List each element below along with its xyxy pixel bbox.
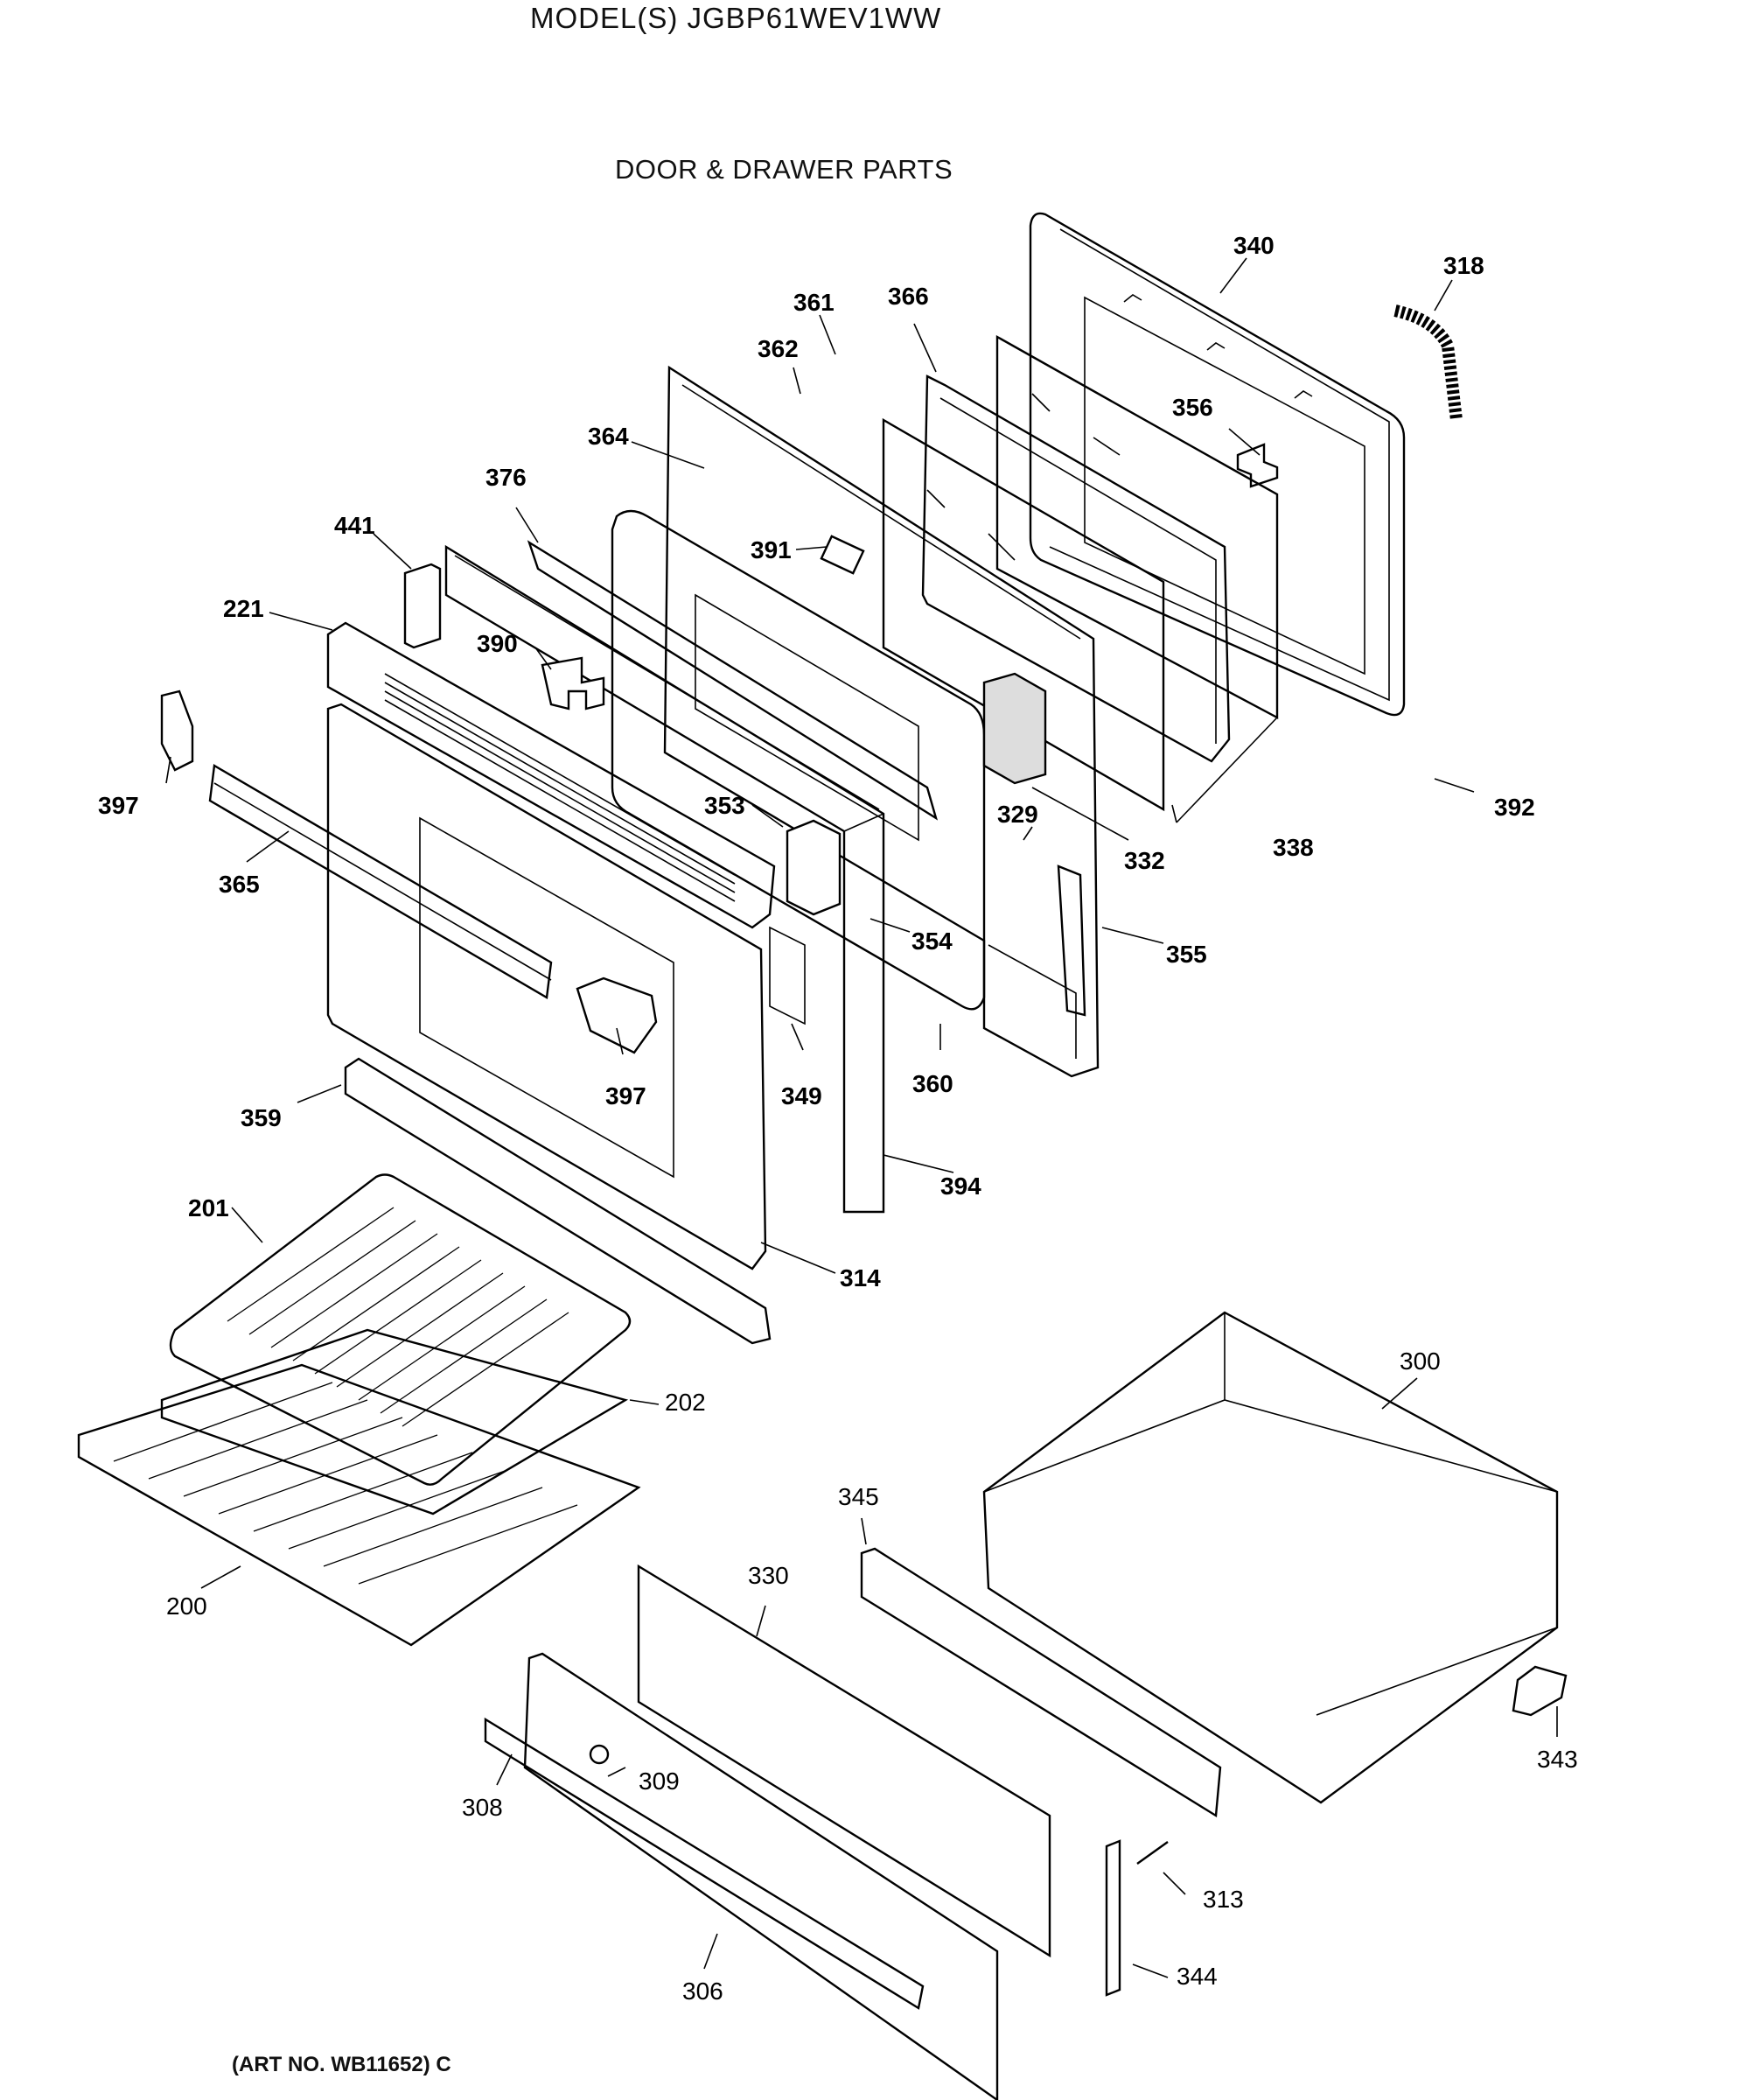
part-309-screw [589, 1744, 610, 1765]
part-366-frame [921, 374, 1231, 763]
callout-397-bottom: 397 [605, 1082, 646, 1110]
callout-306: 306 [682, 1978, 723, 2005]
section-title: DOOR & DRAWER PARTS [615, 154, 953, 185]
part-344-bracket [1105, 1839, 1121, 1997]
callout-332: 332 [1124, 847, 1165, 874]
leader-lines [165, 257, 1558, 1978]
part-330-drawer-panel [637, 1564, 1051, 1958]
callout-313: 313 [1203, 1886, 1244, 1913]
callout-labels: 340 318 361 366 362 356 364 376 441 391 … [98, 232, 1578, 2005]
part-314-outer-door [326, 703, 767, 1270]
callout-366: 366 [888, 283, 929, 310]
part-397-endcap-left [160, 690, 194, 772]
part-356-bracket [1236, 443, 1279, 488]
part-353-hinge-plate [786, 819, 842, 916]
callout-354: 354 [911, 928, 953, 955]
part-332-insulation [982, 672, 1047, 785]
part-308-drawer-handle [484, 1717, 925, 2010]
part-202-broiler-pan-bottom [160, 1328, 629, 1516]
callout-359: 359 [241, 1104, 282, 1131]
part-343-catch [1512, 1665, 1568, 1717]
callout-338: 338 [1273, 834, 1314, 861]
part-345-slide-rail [860, 1547, 1222, 1818]
callout-360: 360 [912, 1070, 953, 1097]
callout-314: 314 [840, 1264, 881, 1292]
callout-394: 394 [940, 1172, 981, 1200]
callout-202: 202 [665, 1389, 706, 1416]
part-390-bracket [541, 656, 605, 710]
callout-355: 355 [1166, 941, 1207, 968]
part-313-screw [1136, 1841, 1169, 1865]
part-355-hinge [988, 864, 1086, 1059]
callout-353: 353 [704, 792, 745, 819]
part-200-oven-rack [77, 1363, 641, 1647]
part-364-inner-panel [663, 365, 1100, 1078]
callout-308: 308 [462, 1794, 503, 1821]
callout-441: 441 [334, 512, 375, 539]
callout-397-top: 397 [98, 792, 139, 819]
part-340-door-liner [1029, 212, 1406, 717]
callout-309: 309 [639, 1768, 680, 1795]
callout-344: 344 [1177, 1963, 1218, 1990]
callout-318: 318 [1443, 252, 1484, 279]
part-397-endcap-right [576, 976, 658, 1054]
callout-392: 392 [1494, 794, 1535, 821]
model-title: MODEL(S) JGBP61WEV1WW [530, 2, 942, 34]
callout-376: 376 [485, 464, 527, 491]
callout-329: 329 [997, 801, 1038, 828]
part-300-drawer-box [982, 1311, 1559, 1804]
callout-221: 221 [223, 595, 264, 622]
callout-365: 365 [219, 871, 260, 898]
callout-330: 330 [748, 1562, 789, 1589]
part-318-gasket [1393, 304, 1463, 421]
callout-343: 343 [1537, 1746, 1578, 1773]
part-306-drawer-front [523, 1652, 999, 2100]
callout-200: 200 [166, 1592, 207, 1620]
callout-391: 391 [751, 536, 792, 564]
part-360-liner [611, 509, 986, 1011]
callout-201: 201 [188, 1194, 229, 1222]
part-349-window [769, 926, 806, 1026]
part-376-channel [527, 540, 939, 821]
callout-361: 361 [793, 289, 835, 316]
callout-390: 390 [477, 630, 518, 657]
part-441-hinge-bracket [403, 563, 442, 649]
part-359-bottom-trim [344, 1057, 772, 1345]
callout-349: 349 [781, 1082, 822, 1110]
art-number: (ART NO. WB11652) C [232, 2053, 451, 2076]
callout-345: 345 [838, 1483, 879, 1510]
part-221-vent-panel [326, 621, 776, 929]
callout-340: 340 [1233, 232, 1275, 259]
callout-300: 300 [1400, 1348, 1441, 1375]
callout-362: 362 [758, 335, 799, 362]
part-338-glass [882, 334, 1279, 812]
callout-364: 364 [588, 423, 629, 450]
callout-356: 356 [1172, 394, 1213, 421]
part-394-trim [444, 544, 885, 1214]
part-365-handle [208, 764, 553, 999]
